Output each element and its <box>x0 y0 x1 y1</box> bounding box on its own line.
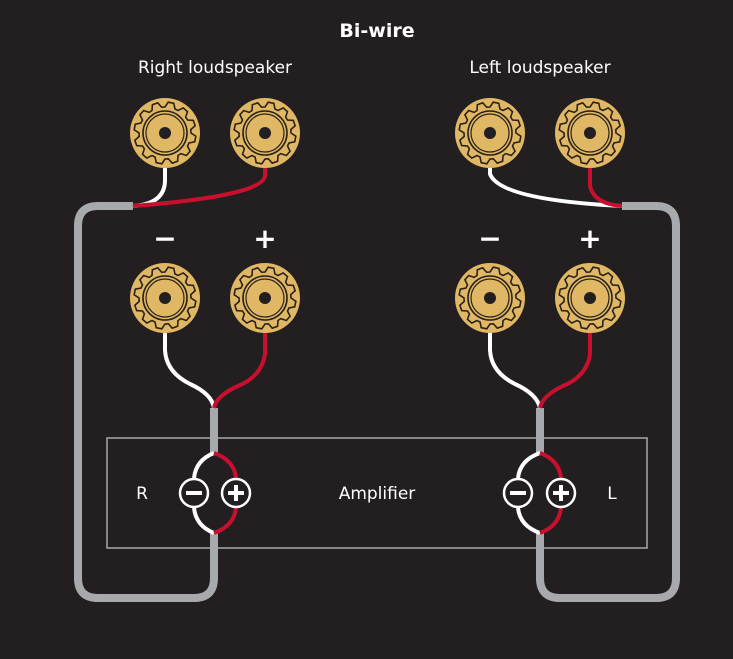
left-amp-negative-icon <box>502 477 534 509</box>
left-top-wires <box>488 168 623 208</box>
right-amp-positive-wire-bottom <box>213 507 238 535</box>
amplifier-label: Amplifier <box>339 484 416 504</box>
left-speaker-cable-loop <box>536 202 680 602</box>
left-amp-wires <box>516 451 563 535</box>
left-top-positive-terminal-icon <box>554 97 626 169</box>
right-bottom-positive-terminal-icon <box>229 262 301 334</box>
left-amp-positive-wire-top <box>539 451 563 479</box>
right-top-wires <box>132 168 267 208</box>
right-speaker-cable-loop <box>74 202 218 602</box>
left-bottom-wires <box>488 333 592 409</box>
left-speaker-label: Left loudspeaker <box>469 58 610 78</box>
right-positive-sign: + <box>253 222 276 255</box>
amplifier-box <box>106 437 648 549</box>
right-bottom-negative-terminal-icon <box>129 262 201 334</box>
right-speaker-terminals <box>129 97 301 334</box>
right-amp-wires <box>192 451 238 535</box>
right-amp-terminals <box>178 477 252 509</box>
right-speaker-label: Right loudspeaker <box>138 58 292 78</box>
right-bottom-negative-wire <box>163 333 216 409</box>
amp-channel-r-label: R <box>136 484 148 504</box>
left-top-positive-wire <box>588 168 623 208</box>
left-amp-terminals <box>502 477 577 509</box>
left-amp-negative-wire-bottom <box>516 507 541 535</box>
diagram-title: Bi-wire <box>339 20 414 42</box>
left-amp-positive-icon <box>545 477 577 509</box>
right-amp-positive-wire-top <box>213 451 238 479</box>
left-bottom-positive-terminal-icon <box>554 262 626 334</box>
left-bottom-positive-wire <box>538 333 592 409</box>
right-top-positive-wire <box>132 168 267 208</box>
left-bottom-negative-wire <box>488 333 542 409</box>
left-amp-positive-wire-bottom <box>539 507 563 535</box>
right-amp-positive-icon <box>220 477 252 509</box>
right-bottom-wires <box>163 333 267 409</box>
right-amp-negative-wire-top <box>192 451 215 479</box>
amp-channel-l-label: L <box>607 484 617 504</box>
right-top-negative-terminal-icon <box>129 97 201 169</box>
right-negative-sign: − <box>153 222 176 255</box>
left-bottom-negative-terminal-icon <box>454 262 526 334</box>
right-top-positive-terminal-icon <box>229 97 301 169</box>
left-speaker-terminals <box>454 97 626 334</box>
left-negative-sign: − <box>478 222 501 255</box>
cable-sheaths <box>74 202 680 602</box>
left-top-negative-wire <box>488 168 623 208</box>
left-top-negative-terminal-icon <box>454 97 526 169</box>
right-bottom-positive-wire <box>212 333 267 409</box>
right-amp-negative-icon <box>178 477 210 509</box>
left-amp-negative-wire-top <box>516 451 541 479</box>
right-top-negative-wire <box>132 168 167 208</box>
left-positive-sign: + <box>578 222 601 255</box>
right-amp-negative-wire-bottom <box>192 507 215 535</box>
